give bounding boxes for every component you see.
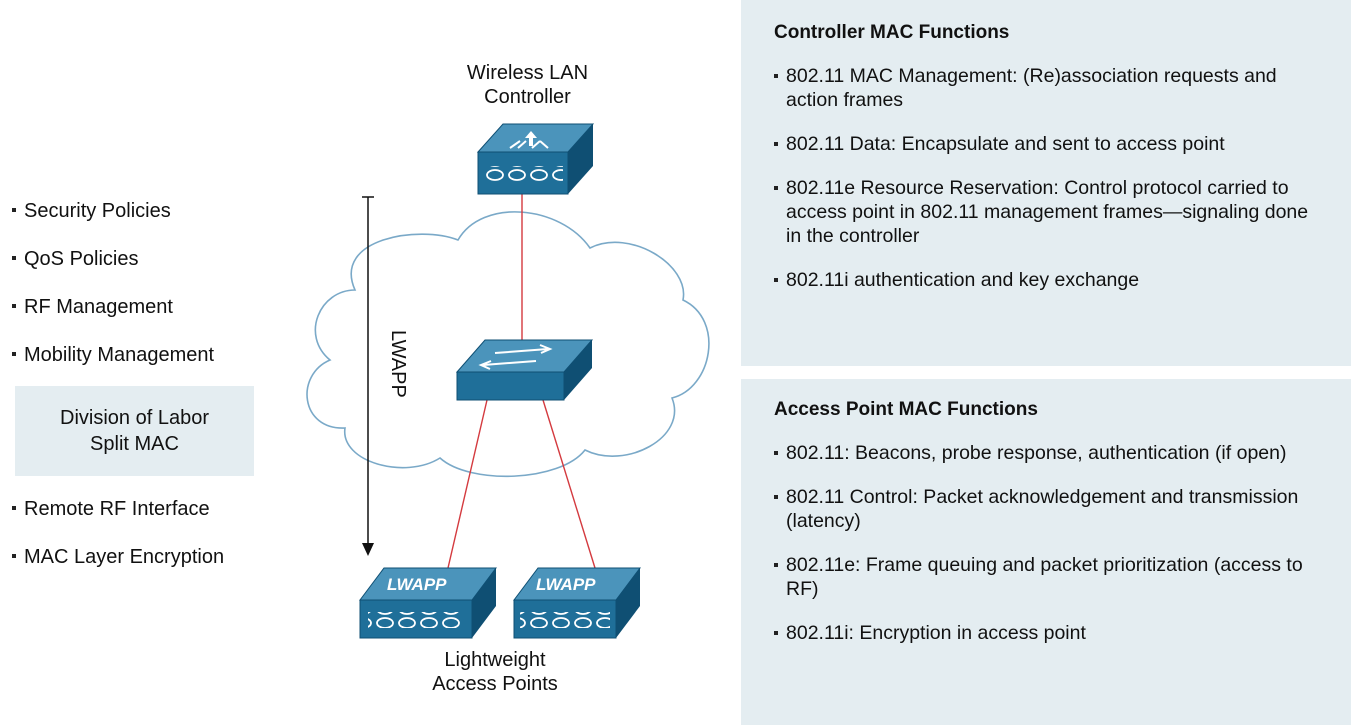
link-switch-to-ap-right xyxy=(542,399,596,569)
network-cloud xyxy=(306,211,710,478)
bullet-icon xyxy=(12,207,16,212)
bullet-icon xyxy=(774,186,778,190)
list-item: 802.11 MAC Management: (Re)association r… xyxy=(774,64,1321,112)
division-of-labor-box: Division of Labor Split MAC xyxy=(15,386,254,476)
ap-right-badge: LWAPP xyxy=(536,575,596,594)
wireless-lan-controller-icon xyxy=(476,123,595,195)
access-points-label: Lightweight Access Points xyxy=(432,649,558,695)
controller-mac-functions-panel: Controller MAC Functions 802.11 MAC Mana… xyxy=(741,0,1351,366)
list-item: 802.11e: Frame queuing and packet priori… xyxy=(774,553,1321,601)
division-box-line1: Division of Labor xyxy=(60,407,209,429)
list-item: 802.11 Control: Packet acknowledgement a… xyxy=(774,485,1321,533)
access-point-function-list: 802.11: Beacons, probe response, authent… xyxy=(774,441,1321,645)
bullet-icon xyxy=(774,631,778,635)
access-point-panel-title: Access Point MAC Functions xyxy=(774,399,1038,420)
access-point-right-icon xyxy=(513,567,641,639)
left-item-security-policies: Security Policies xyxy=(12,199,214,247)
link-switch-to-ap-left xyxy=(447,399,488,569)
list-item: 802.11: Beacons, probe response, authent… xyxy=(774,441,1321,465)
bullet-icon xyxy=(12,255,16,260)
left-function-list-top: Security Policies QoS Policies RF Manage… xyxy=(12,199,214,391)
access-point-left-icon xyxy=(359,567,497,639)
access-point-mac-functions-panel: Access Point MAC Functions 802.11: Beaco… xyxy=(741,379,1351,725)
controller-function-list: 802.11 MAC Management: (Re)association r… xyxy=(774,64,1321,292)
network-diagram: LWAPP LWAPP xyxy=(306,123,710,639)
bullet-icon xyxy=(12,505,16,510)
division-box-line2: Split MAC xyxy=(90,433,179,455)
list-item: 802.11e Resource Reservation: Control pr… xyxy=(774,176,1321,248)
bullet-icon xyxy=(12,351,16,356)
list-item: 802.11 Data: Encapsulate and sent to acc… xyxy=(774,132,1321,156)
list-item: 802.11i: Encryption in access point xyxy=(774,621,1321,645)
left-item-remote-rf-interface: Remote RF Interface xyxy=(12,497,224,545)
arrow-head-icon xyxy=(362,543,374,556)
left-function-list-bottom: Remote RF Interface MAC Layer Encryption xyxy=(12,497,224,593)
bullet-icon xyxy=(12,303,16,308)
left-item-qos-policies: QoS Policies xyxy=(12,247,214,295)
bullet-icon xyxy=(774,278,778,282)
bullet-icon xyxy=(12,553,16,558)
lwapp-tunnel-label: LWAPP xyxy=(387,330,409,398)
left-item-mobility-management: Mobility Management xyxy=(12,343,214,391)
ap-left-badge: LWAPP xyxy=(387,575,447,594)
bullet-icon xyxy=(774,74,778,78)
list-item: 802.11i authentication and key exchange xyxy=(774,268,1321,292)
controller-label: Wireless LAN Controller xyxy=(466,62,589,108)
left-item-mac-layer-encryption: MAC Layer Encryption xyxy=(12,545,224,593)
bullet-icon xyxy=(774,451,778,455)
switch-icon xyxy=(455,339,594,401)
left-item-rf-management: RF Management xyxy=(12,295,214,343)
bullet-icon xyxy=(774,563,778,567)
bullet-icon xyxy=(774,142,778,146)
controller-panel-title: Controller MAC Functions xyxy=(774,22,1010,43)
bullet-icon xyxy=(774,495,778,499)
